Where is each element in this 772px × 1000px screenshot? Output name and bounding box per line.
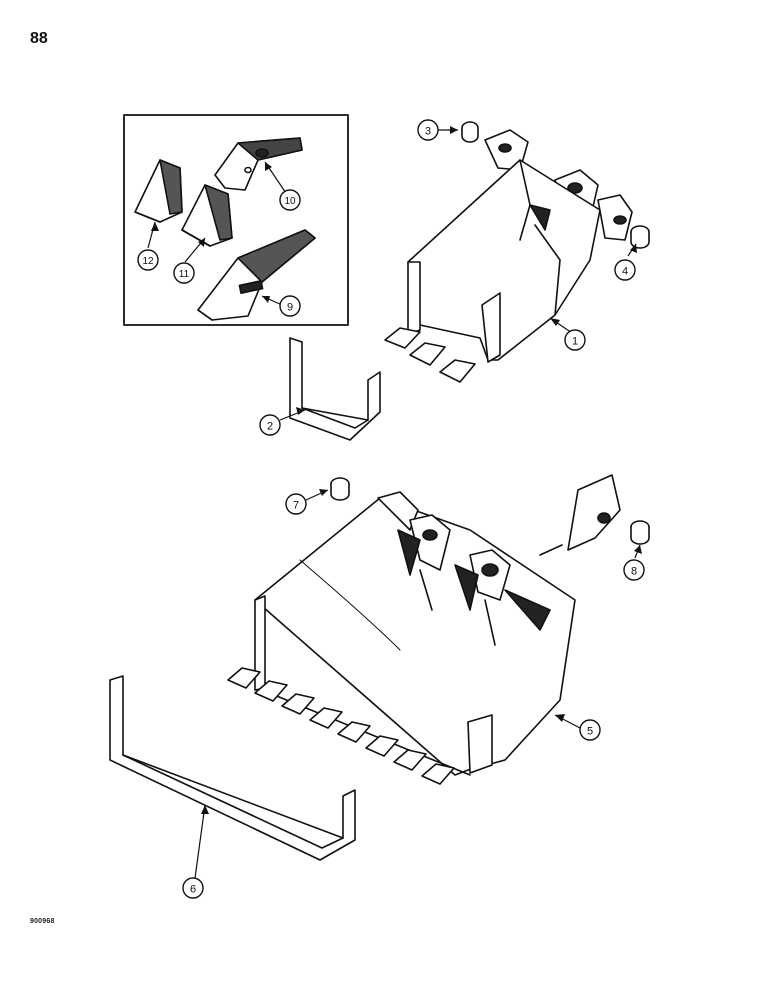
teeth-inset-box xyxy=(123,114,349,326)
callout-8-label: 8 xyxy=(631,566,637,578)
callout-2-label: 2 xyxy=(267,421,273,433)
callout-7: 7 xyxy=(285,493,307,515)
callout-11-label: 11 xyxy=(179,269,190,280)
callout-6: 6 xyxy=(182,877,204,899)
figure-code: 900968 xyxy=(30,918,55,925)
callout-1-label: 1 xyxy=(572,336,578,348)
callout-9: 9 xyxy=(279,295,301,317)
tooth-adapter-part-10 xyxy=(214,137,303,191)
callout-12-label: 12 xyxy=(142,256,154,267)
callout-10: 10 xyxy=(279,189,301,211)
bushing-part-7 xyxy=(330,477,350,501)
leader-arrowheads xyxy=(151,126,642,814)
callout-6-label: 6 xyxy=(190,884,196,896)
callout-9-label: 9 xyxy=(287,302,293,314)
bushing-part-3 xyxy=(461,121,479,143)
callout-3-label: 3 xyxy=(425,126,431,138)
edge-protector-part-2 xyxy=(289,337,381,441)
callout-7-label: 7 xyxy=(293,500,299,512)
callout-8: 8 xyxy=(623,559,645,581)
callout-10-label: 10 xyxy=(284,196,296,207)
callout-12: 12 xyxy=(137,249,159,271)
narrow-bucket-part-1 xyxy=(384,129,633,383)
callout-11: 11 xyxy=(173,262,195,284)
bushing-part-4 xyxy=(630,225,650,249)
side-wing-and-bushing-part-8 xyxy=(539,474,650,556)
callout-4-label: 4 xyxy=(622,266,628,278)
callout-1: 1 xyxy=(564,329,586,351)
tooth-tip-part-11 xyxy=(181,184,233,247)
tooth-adapter-part-9 xyxy=(197,229,316,321)
callout-2: 2 xyxy=(259,414,281,436)
edge-protector-part-6 xyxy=(109,675,356,861)
callout-5-label: 5 xyxy=(587,726,593,738)
wide-bucket-part-5 xyxy=(227,491,576,785)
callout-5: 5 xyxy=(579,719,601,741)
callout-4: 4 xyxy=(614,259,636,281)
page-number: 88 xyxy=(30,30,48,47)
tooth-tip-part-12 xyxy=(134,159,183,223)
callout-3: 3 xyxy=(417,119,439,141)
